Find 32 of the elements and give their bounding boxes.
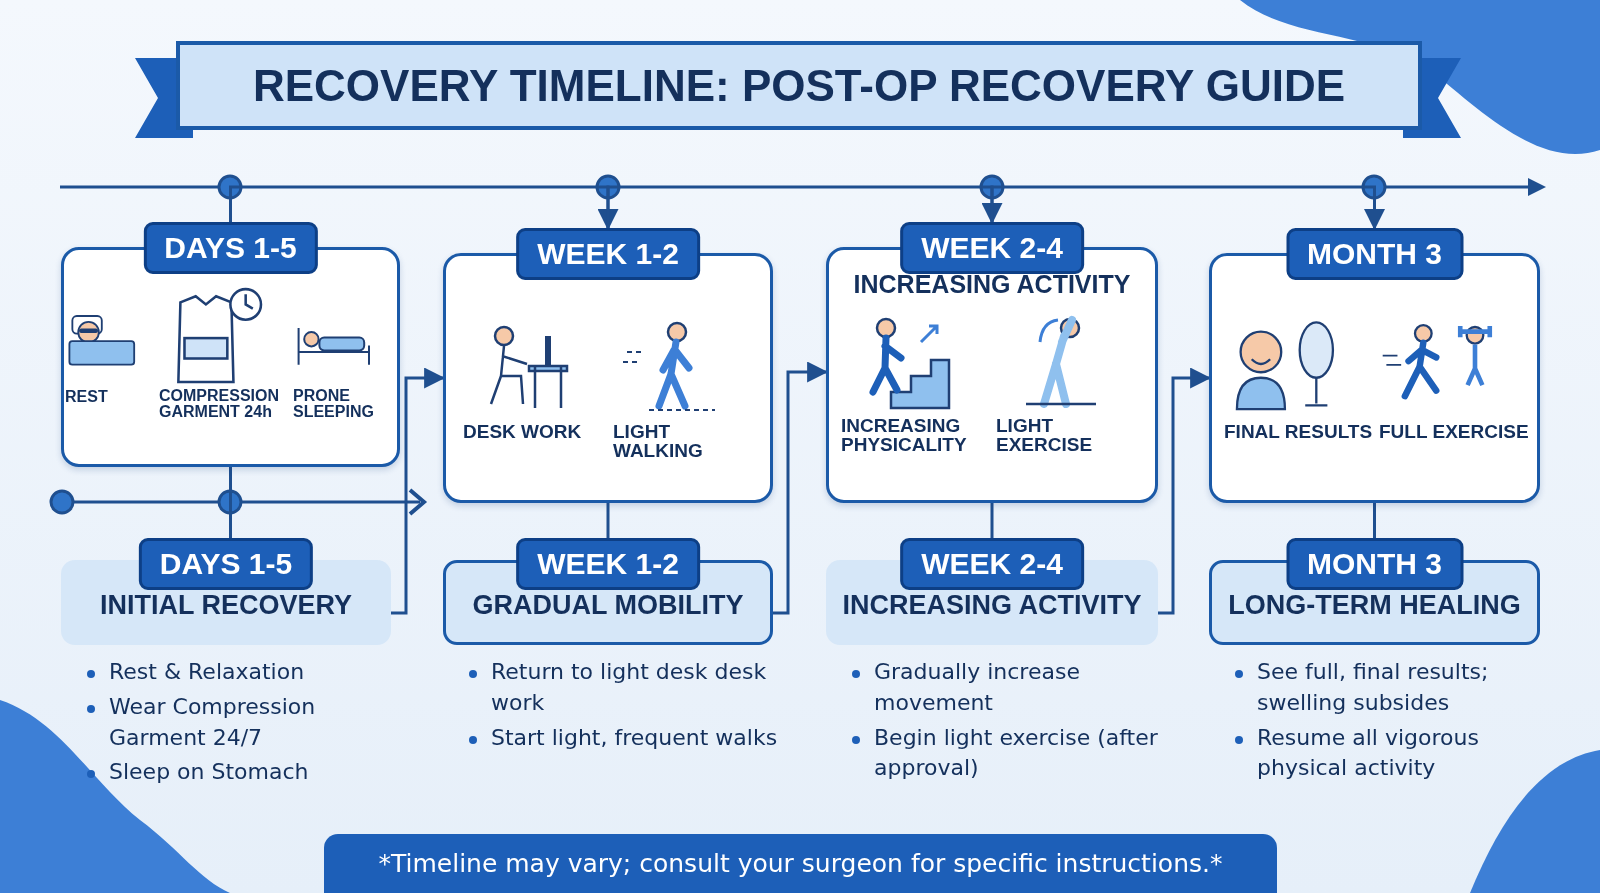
bullet-item: Start light, frequent walks — [491, 724, 778, 750]
item-caption: FINAL RESULTS — [1224, 422, 1373, 441]
phase-tag: MONTH 3 — [1286, 538, 1463, 590]
bullet-item: See full, final results; swelling subsides — [1257, 659, 1489, 715]
phase-tag: DAYS 1-5 — [138, 538, 314, 590]
title-text: RECOVERY TIMELINE: POST-OP RECOVERY GUIDE — [252, 60, 1346, 111]
bullet-item: Wear Compression Garment 24/7 — [109, 693, 316, 750]
item-caption: FULL EXERCISE — [1379, 422, 1529, 441]
bullet-item: Begin light exercise (after approval) — [874, 724, 1158, 781]
bullet-item: Return to light desk desk work — [491, 659, 767, 715]
item-caption: DESK WORK — [463, 422, 582, 441]
footer-note: *Timeline may vary; consult your surgeon for specific instructions.* — [324, 834, 1277, 893]
stage-tag: DAYS 1-5 — [143, 222, 318, 274]
phase-heading: INITIAL RECOVERY — [99, 590, 353, 621]
bullet-item: Gradually increase movement — [874, 659, 1080, 715]
bullet-item: Rest & Relaxation — [109, 659, 305, 684]
phase-heading: INCREASING ACTIVITY — [841, 590, 1143, 621]
phase-tag: WEEK 1-2 — [516, 538, 700, 590]
stage-tag: WEEK 1-2 — [516, 228, 700, 280]
phase-heading: LONG-TERM HEALING — [1227, 590, 1522, 621]
bullet-item: Resume all vigorous physical activity — [1257, 724, 1479, 781]
bullet-item: Sleep on Stomach — [109, 759, 309, 785]
stage-tag: MONTH 3 — [1286, 228, 1463, 280]
item-caption: PRONE SLEEPING — [293, 388, 375, 420]
item-caption: INCREASING PHYSICALITY — [841, 416, 968, 454]
item-caption: COMPRESSION GARMENT 24h — [159, 388, 280, 420]
item-caption: LIGHT WALKING — [613, 422, 704, 460]
phase-tag: WEEK 2-4 — [900, 538, 1084, 590]
item-caption: LIGHT EXERCISE — [996, 416, 1094, 454]
phase-heading: GRADUAL MOBILITY — [471, 590, 745, 621]
stage-tag: WEEK 2-4 — [900, 222, 1084, 274]
item-caption: REST — [65, 389, 108, 405]
